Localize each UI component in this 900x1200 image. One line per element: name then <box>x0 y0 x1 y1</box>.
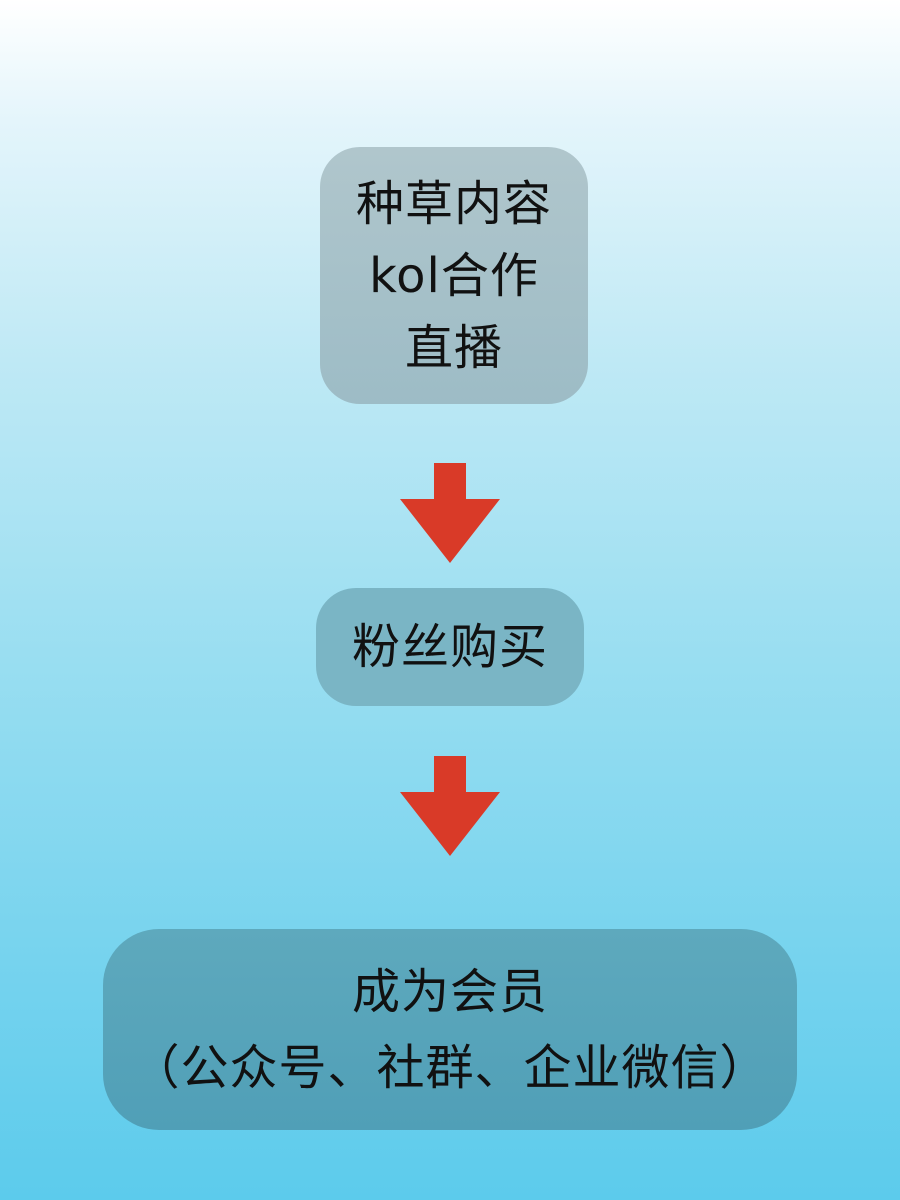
step-line: 直播 <box>404 319 503 376</box>
down-arrow-icon <box>400 463 500 563</box>
step-line: 成为会员 <box>351 963 548 1020</box>
step-box-purchase: 粉丝购买 <box>316 588 584 706</box>
down-arrow-icon <box>400 756 500 856</box>
step-box-membership: 成为会员 （公众号、社群、企业微信） <box>103 929 797 1130</box>
step-line: 种草内容 <box>355 175 552 232</box>
step-line: （公众号、社群、企业微信） <box>131 1039 769 1096</box>
step-box-seeding: 种草内容 kol合作 直播 <box>320 147 588 404</box>
step-line: 粉丝购买 <box>351 619 548 675</box>
step-line: kol合作 <box>369 247 539 304</box>
